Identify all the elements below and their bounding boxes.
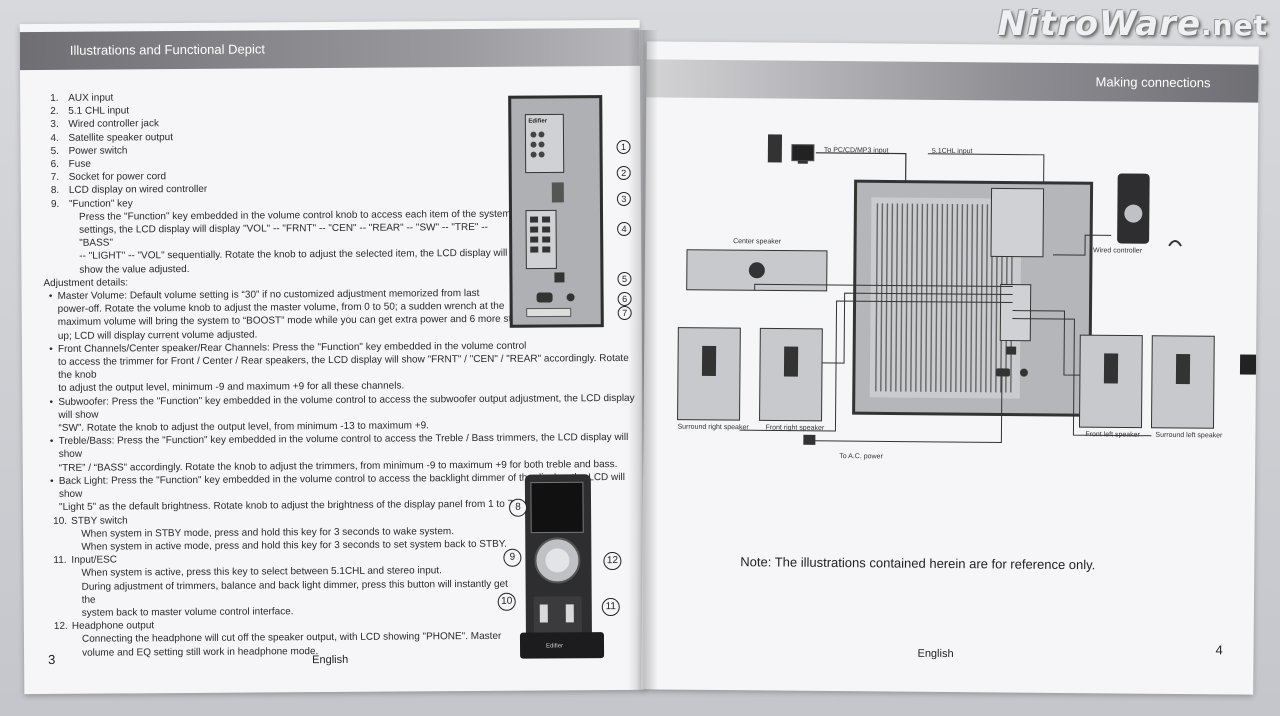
bullet-line: Treble/Bass: Press the "Function" key em… <box>58 432 629 461</box>
items-list: 1. AUX input 2. 5.1 CHL input 3. Wired contro… <box>42 89 513 211</box>
label-wired-controller: Wired controller <box>1092 247 1143 255</box>
bullet-dot-icon: • <box>49 396 54 408</box>
callout-7: 7 <box>617 305 632 321</box>
callout-8: 8 <box>508 498 528 517</box>
function-key-description: Press the "Function" key embedded in the… <box>43 208 513 277</box>
bullet-dot-icon: • <box>50 475 54 487</box>
bullet-dot-icon: • <box>49 343 53 355</box>
bullet-body: Front Channels/Center speaker/Rear Chann… <box>58 339 644 396</box>
monitor-icon <box>791 144 815 162</box>
label-ac-power: To A.C. power <box>839 453 883 461</box>
callout-5: 5 <box>617 271 632 287</box>
callout-4: 4 <box>617 221 632 237</box>
callout-1: 1 <box>616 139 631 155</box>
wired-controller-image: Edifier <box>515 472 608 663</box>
label-chl-input: 5.1CHL input <box>931 147 973 156</box>
left-page-title: Illustrations and Functional Depict <box>69 41 266 58</box>
watermark-logo: NitroWare.net <box>997 4 1268 44</box>
function-list: 1. AUX input 2. 5.1 CHL input 3. Wired contro… <box>42 89 634 660</box>
subwoofer-rear-panel-image: Edifier <box>508 95 604 328</box>
bullet-body: Treble/Bass: Press the "Function" key em… <box>59 431 645 475</box>
list-item-text: Power switch <box>68 145 128 157</box>
label-pc-input: To PC/CD/MP3 input <box>823 146 889 155</box>
list-item-text: Socket for power cord <box>68 171 167 184</box>
list-item-number: 8. <box>50 185 60 197</box>
list-item-text: AUX input <box>68 92 114 104</box>
label-front-right: Front right speaker <box>765 424 825 432</box>
adjustment-bullet: • Subwoofer: Press the "Function" key emb… <box>44 391 644 435</box>
list-item-number: 4. <box>50 132 59 144</box>
list-item-number: 7. <box>50 172 60 184</box>
callout-2: 2 <box>616 165 631 181</box>
list-item-number: 9. <box>50 198 60 210</box>
adjustment-bullet: • Front Channels/Center speaker/Rear Chan… <box>44 339 644 396</box>
left-page: Illustrations and Functional Depict 1. AU… <box>19 19 645 695</box>
right-page-number: 4 <box>1215 642 1223 658</box>
list-item-title: Headphone output <box>71 620 155 632</box>
list-item-text: Wired controller jack <box>68 118 160 131</box>
right-footer-language: English <box>917 647 954 661</box>
list-item-number: 6. <box>50 158 60 170</box>
list-item-number: 11. <box>53 554 67 567</box>
right-page-title: Making connections <box>1095 74 1211 91</box>
callout-11: 11 <box>601 597 620 617</box>
label-surround-right: Surround right speaker <box>677 423 749 432</box>
right-page-header: Making connections <box>646 59 1259 103</box>
list-item-number: 10. <box>53 515 68 527</box>
list-item-line: volume and EQ setting still work in head… <box>82 645 319 659</box>
list-item-title: Input/ESC <box>71 554 118 566</box>
callout-9: 9 <box>503 548 522 567</box>
list-item-text: "Function" key <box>68 198 133 210</box>
callout-6: 6 <box>617 291 632 307</box>
adjustment-bullet: • Treble/Bass: Press the "Function" key e… <box>45 431 645 475</box>
list-item-text: Fuse <box>68 158 91 170</box>
bullet-body: Master Volume: Default volume setting is… <box>58 287 528 343</box>
list-item-text: Satellite speaker output <box>68 131 174 144</box>
callout-3: 3 <box>616 191 631 207</box>
bullet-line: Subwoofer: Press the "Function" key embe… <box>58 392 635 421</box>
pc-tower-icon <box>767 134 783 163</box>
list-item-text: LCD display on wired controller <box>68 184 208 197</box>
section-tab-marker <box>1239 354 1257 375</box>
bullet-dot-icon: • <box>48 290 53 303</box>
bullet-body: Subwoofer: Press the "Function" key embe… <box>58 391 644 435</box>
headphone-icon <box>1168 239 1182 247</box>
right-page: Making connections <box>641 41 1259 695</box>
label-surround-left: Surround left speaker <box>1155 431 1223 440</box>
list-item-line: During adjustment of trimmers, balance a… <box>81 578 508 606</box>
reference-note: Note: The illustrations contained herein… <box>740 554 1096 573</box>
label-center-speaker: Center speaker <box>733 238 781 246</box>
list-item-number: 5. <box>50 145 59 157</box>
list-item-number: 1. <box>50 92 59 104</box>
left-page-header: Illustrations and Functional Depict <box>19 27 640 71</box>
list-item-number: 12. <box>53 620 68 633</box>
function-key-line: settings, the LCD display will display "… <box>79 221 488 249</box>
bullet-line: to access the trimmer for Front / Center… <box>57 352 629 382</box>
callout-12: 12 <box>603 551 622 571</box>
svg-text:Edifier: Edifier <box>546 643 563 649</box>
callout-10: 10 <box>497 592 516 611</box>
svg-text:Edifier: Edifier <box>528 118 547 124</box>
list-item-number: 3. <box>50 119 59 131</box>
list-item-text: 5.1 CHL input <box>68 105 130 118</box>
label-front-left: Front left speaker <box>1085 431 1140 439</box>
power-plug-icon <box>803 434 816 445</box>
connection-diagram <box>677 134 1215 445</box>
left-footer-language: English <box>312 653 349 667</box>
list-item-title: STBY switch <box>71 514 128 527</box>
left-page-number: 3 <box>48 651 56 667</box>
bullet-dot-icon: • <box>49 436 54 448</box>
list-item-number: 2. <box>50 106 59 118</box>
